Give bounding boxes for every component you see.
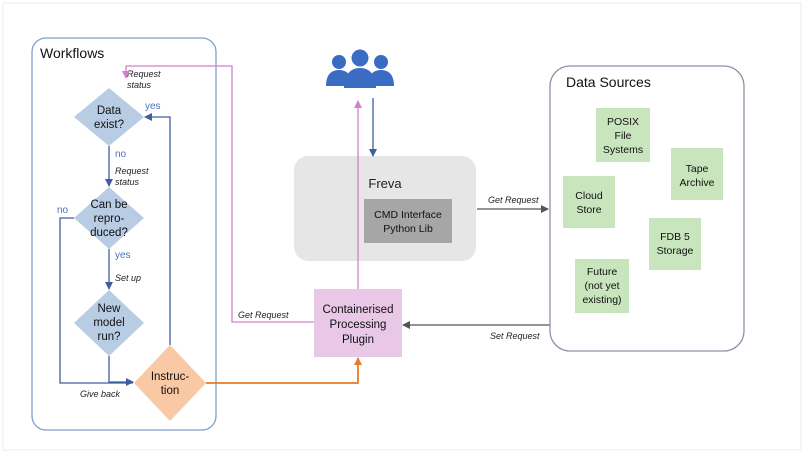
decision-new-model-line-1: New [97,303,121,315]
future-line-1: Future [587,266,618,278]
posix-line-2: File [615,130,632,142]
yes-label-1: yes [145,101,161,112]
freva-title: Freva [368,176,402,191]
request-status-label-1-line-2: status [127,80,152,90]
arrow-newmodel-to-instruction [108,356,134,386]
posix-line-3: Systems [603,144,643,156]
tape-line-1: Tape [686,163,709,175]
decision-reproducible [74,187,144,249]
plugin-line-3: Plugin [342,334,374,346]
get-request-right-label: Get Request [488,195,539,205]
workflows-title: Workflows [40,45,104,61]
yes-label-2: yes [115,250,131,261]
processing-plugin-box [314,289,402,357]
fdb-line-1: FDB 5 [660,231,690,243]
no-label-2: no [57,205,69,216]
no-label-1: no [115,149,127,160]
give-back-label: Give back [80,389,121,399]
decision-new-model-line-3: run? [97,331,120,343]
arrow-plugin-to-workflows [122,65,314,323]
arrow-instruction-to-exist [144,113,171,345]
decision-reproducible-line-2: repro- [94,213,125,225]
posix-source [596,108,650,162]
future-source [575,259,629,313]
cmd-interface-line-1: CMD Interface [374,209,442,221]
future-line-3: existing) [582,294,621,306]
decision-data-exist-line-2: exist? [94,119,124,131]
plugin-line-1: Containerised [323,304,394,316]
plugin-line-2: Processing [330,319,387,331]
cmd-interface-line-2: Python Lib [383,223,433,235]
cloud-line-1: Cloud [575,190,603,202]
future-line-2: (not yet [584,280,619,292]
request-status-label-1-line-1: Request [127,69,161,79]
instruction-node [134,345,206,421]
set-request-label: Set Request [490,331,540,341]
fdb-line-2: Storage [657,245,694,257]
posix-line-1: POSIX [607,116,639,128]
fdb-source [649,218,701,270]
cmd-interface-box [364,199,452,243]
decision-data-exist-line-1: Data [97,105,122,117]
instruction-line-1: Instruc- [151,371,190,383]
cloud-line-2: Store [576,204,601,216]
decision-reproducible-line-3: duced? [90,227,128,239]
decision-new-model-run [74,290,144,356]
cloud-source [563,176,615,228]
decision-data-exist [74,88,144,146]
decision-new-model-line-2: model [93,317,124,329]
request-status-label-2-line-1: Request [115,166,149,176]
request-status-label-2-line-2: status [115,177,140,187]
get-request-left-label: Get Request [238,310,289,320]
data-sources-title: Data Sources [566,74,651,90]
users-group-icon [326,49,394,88]
instruction-line-2: tion [161,385,180,397]
set-up-label: Set up [115,273,141,283]
decision-reproducible-line-1: Can be [90,199,127,211]
arrow-instruction-to-plugin [206,357,362,384]
arrow-no-reproduce-to-instruction [59,217,133,384]
tape-line-2: Archive [679,177,714,189]
tape-source [671,148,723,200]
